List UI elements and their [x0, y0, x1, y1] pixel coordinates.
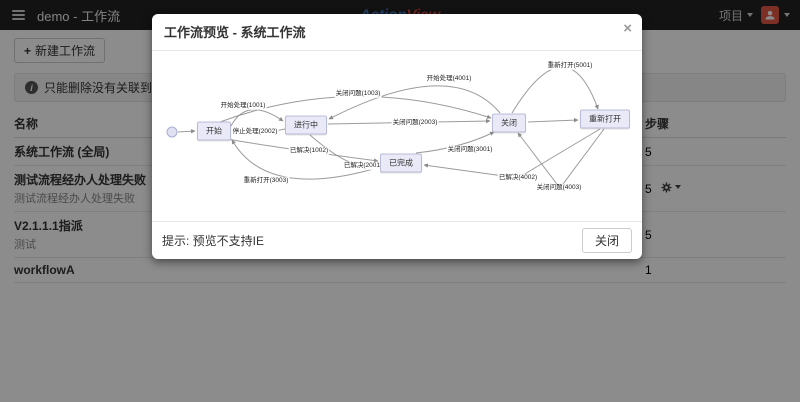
- status-node-closed[interactable]: 关闭: [492, 113, 526, 133]
- transition-label: 重新打开(3003): [242, 176, 290, 186]
- header-steps: 步骤: [645, 117, 670, 131]
- new-workflow-button[interactable]: + 新建工作流: [14, 38, 106, 63]
- transition-label: 重新打开(5001): [546, 61, 594, 71]
- ops-cell: [657, 180, 786, 198]
- header-name: 名称: [14, 117, 39, 131]
- transition-label: 开始处理(1001): [219, 101, 267, 111]
- workflow-preview-modal: 工作流预览 - 系统工作流 × 开始进行中已完成关闭重新打开开始处理(1001)…: [152, 14, 642, 259]
- workflow-steps: 5: [645, 181, 652, 196]
- workflow-steps: 5: [645, 144, 652, 159]
- transition-edge: [328, 85, 501, 120]
- navbar-right: 项目: [719, 6, 790, 24]
- user-menu[interactable]: [761, 6, 790, 24]
- modal-title: 工作流预览 - 系统工作流: [164, 25, 306, 40]
- close-icon[interactable]: ×: [623, 20, 632, 37]
- status-node-origin[interactable]: [166, 126, 178, 138]
- status-node-completed[interactable]: 已完成: [380, 153, 422, 173]
- status-node-reopened[interactable]: 重新打开: [580, 109, 630, 129]
- transition-label: 关闭问题(1003): [334, 89, 382, 99]
- modal-footer: 提示: 预览不支持IE 关闭: [152, 221, 642, 259]
- workflow-name-link[interactable]: 系统工作流 (全局): [14, 145, 110, 159]
- person-icon: [765, 10, 775, 20]
- workflow-desc: 测试: [14, 239, 36, 251]
- plus-icon: +: [24, 43, 32, 58]
- name-cell: V2.1.1.1指派测试: [14, 217, 645, 252]
- modal-hint: 提示: 预览不支持IE: [162, 234, 265, 248]
- transition-edge: [226, 138, 379, 163]
- project-menu-label: 项目: [718, 8, 743, 23]
- status-node-start[interactable]: 开始: [197, 121, 231, 141]
- page-title: demo - 工作流: [37, 8, 121, 24]
- transition-label: 开始处理(4001): [425, 74, 473, 84]
- transition-edge: [230, 109, 284, 127]
- table-row: workflowA 1: [14, 258, 786, 283]
- workflow-name-link[interactable]: workflowA: [14, 263, 75, 277]
- transition-label: 停止处理(2002): [231, 127, 279, 137]
- name-cell: 测试流程经办人处理失败测试流程经办人处理失败: [14, 171, 645, 206]
- transition-label: 已解决(1002): [288, 146, 330, 156]
- modal-header: 工作流预览 - 系统工作流 ×: [152, 14, 642, 51]
- row-actions-button[interactable]: [658, 180, 684, 195]
- name-cell: workflowA: [14, 263, 645, 277]
- modal-close-button[interactable]: 关闭: [581, 228, 632, 253]
- workflow-name-link[interactable]: V2.1.1.1指派: [14, 219, 83, 233]
- caret-down-icon: [784, 13, 790, 17]
- gear-icon: [661, 181, 672, 193]
- info-icon: i: [25, 81, 38, 94]
- user-avatar: [761, 6, 779, 24]
- transition-label: 关闭问题(4003): [535, 183, 583, 193]
- workflow-name-link[interactable]: 测试流程经办人处理失败: [14, 173, 147, 187]
- workflow-steps: 5: [645, 227, 652, 242]
- transition-edge: [177, 129, 196, 134]
- transition-label: 关闭问题(3001): [446, 145, 494, 155]
- transition-label: 已解决(2001): [342, 161, 384, 171]
- transition-label: 关闭问题(2003): [391, 118, 439, 128]
- transition-edge: [511, 66, 599, 114]
- workflow-diagram: 开始 进行中已完成 关闭 重新打开 开始处理(1001) 停止处理(2002) 已解决(10…: [152, 51, 642, 221]
- project-menu[interactable]: 项目: [719, 7, 753, 24]
- transition-label: 已解决(4002): [497, 173, 539, 183]
- workflow-steps: 1: [645, 263, 652, 277]
- name-cell: 系统工作流 (全局): [14, 143, 645, 160]
- caret-down-icon: [675, 185, 681, 189]
- menu-icon[interactable]: [10, 6, 27, 24]
- transition-edge: [415, 131, 495, 154]
- status-node-in-progress[interactable]: 进行中: [285, 115, 327, 135]
- new-workflow-label: 新建工作流: [35, 44, 96, 58]
- transition-edge: [527, 117, 579, 123]
- workflow-desc: 测试流程经办人处理失败: [14, 193, 135, 205]
- caret-down-icon: [747, 13, 753, 17]
